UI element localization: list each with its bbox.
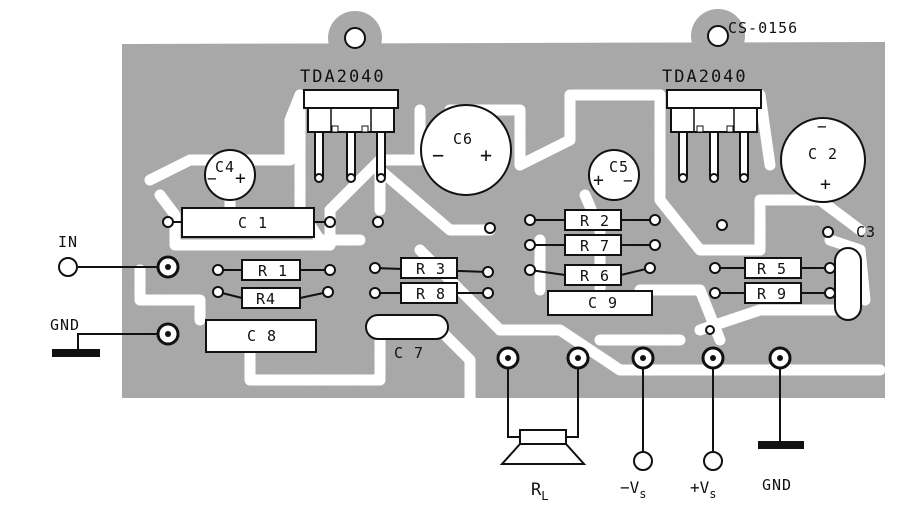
ic-right-label: TDA2040: [662, 67, 748, 87]
resistor-r3: R 3: [374, 257, 489, 279]
r5-label: R 5: [757, 260, 787, 278]
rl-sub: L: [541, 489, 548, 503]
pos-vs-sub: s: [709, 487, 716, 501]
r9-label: R 9: [757, 285, 787, 303]
r3-label: R 3: [416, 260, 446, 278]
r6-label: R 6: [580, 267, 610, 285]
rl-label: RL: [531, 480, 548, 503]
resistor-r6: R 6: [529, 264, 651, 286]
gnd-left-symbol: [52, 349, 100, 357]
mounting-tab-left: [328, 11, 382, 65]
c7-label: C 7: [394, 344, 424, 362]
capacitor-c7: C 7: [365, 314, 449, 362]
c4-minus: −: [207, 169, 217, 188]
resistor-r8: R 8: [375, 282, 488, 304]
mounting-tab-right: [691, 9, 745, 63]
gnd-right-label: GND: [762, 476, 792, 494]
c6-minus: −: [432, 143, 444, 167]
pos-vs-main: +V: [690, 478, 710, 497]
r7-label: R 7: [580, 237, 610, 255]
r4-label: R4: [256, 290, 276, 308]
capacitor-c2: C 2 − +: [780, 117, 866, 203]
capacitor-c8: C 8: [205, 319, 317, 353]
resistor-r4: R4: [217, 287, 329, 309]
resistor-r7: R 7: [530, 234, 655, 256]
in-terminal: [58, 257, 78, 277]
resistor-r5: R 5: [715, 257, 830, 279]
capacitor-c6: C6 − +: [420, 104, 512, 196]
gnd-right-symbol: [758, 441, 804, 449]
rl-main: R: [531, 480, 542, 500]
capacitor-c9: C 9: [547, 290, 653, 316]
tda2040-ic-right: [666, 89, 762, 183]
c4-label: C4: [215, 158, 235, 176]
r8-label: R 8: [416, 285, 446, 303]
pos-vs-label: +Vs: [690, 478, 717, 501]
external-wiring: [77, 266, 781, 452]
resistor-r9: R 9: [715, 282, 830, 304]
pos-vs-terminal: [703, 451, 723, 471]
capacitor-c3: C3: [834, 223, 876, 321]
resistor-r2: R 2: [530, 209, 655, 231]
r2-label: R 2: [580, 212, 610, 230]
c4-plus: +: [235, 168, 246, 189]
neg-vs-terminal: [633, 451, 653, 471]
c8-label: C 8: [247, 327, 277, 345]
ic-left-label: TDA2040: [300, 67, 386, 87]
c5-label: C5: [609, 158, 629, 176]
capacitor-c4: C4 − +: [204, 149, 256, 201]
c1-label: C 1: [238, 214, 268, 232]
gnd-left-label: GND: [50, 316, 80, 334]
terminal-pads: [156, 255, 792, 370]
c6-label: C6: [453, 130, 473, 148]
neg-vs-sub: s: [639, 487, 646, 501]
c2-plus: +: [820, 174, 831, 195]
c5-plus: +: [593, 170, 604, 191]
resistor-r1: R 1: [218, 259, 330, 281]
c9-label: C 9: [588, 294, 618, 312]
capacitor-c5: C5 + −: [588, 149, 640, 201]
c2-label: C 2: [808, 145, 838, 163]
in-label: IN: [58, 233, 78, 251]
tda2040-ic-left: [303, 89, 399, 183]
c5-minus: −: [623, 171, 633, 190]
neg-vs-main: −V: [620, 478, 640, 497]
component-pads: [162, 214, 836, 335]
board-id-label: CS-0156: [728, 19, 798, 37]
speaker-icon: [499, 429, 587, 465]
c2-minus: −: [817, 117, 827, 136]
capacitor-c1: C 1: [168, 207, 330, 238]
neg-vs-label: −Vs: [620, 478, 647, 501]
r1-label: R 1: [258, 262, 288, 280]
c3-label: C3: [856, 223, 876, 241]
c6-plus: +: [480, 143, 492, 167]
